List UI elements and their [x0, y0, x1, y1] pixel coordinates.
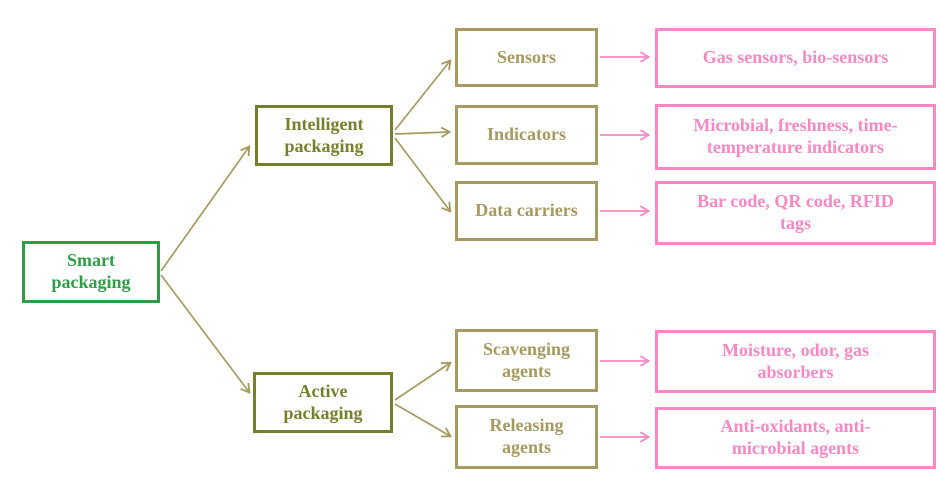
node-releasing-examples-label: Anti-oxidants, anti-microbial agents: [720, 416, 871, 458]
arrow-intelligent-to-data-carriers: [394, 137, 452, 213]
node-sensors-examples-label: Gas sensors, bio-sensors: [702, 47, 889, 68]
node-active-packaging-label: Active packaging: [283, 380, 363, 423]
node-indicators-label: Indicators: [486, 124, 566, 145]
node-data-carriers-examples: Bar code, QR code, RFID tags: [655, 181, 936, 245]
node-scavenging-examples-label: Moisture, odor, gas absorbers: [721, 339, 869, 382]
node-scavenging-agents: Scavenging agents: [455, 329, 598, 392]
node-smart-packaging-label: Smart packaging: [51, 250, 131, 292]
node-sensors-examples: Gas sensors, bio-sensors: [655, 28, 936, 88]
node-indicators-examples-label: Microbial, freshness, time-temperature i…: [693, 115, 898, 157]
node-indicators: Indicators: [455, 105, 598, 165]
node-intelligent-packaging: Intelligent packaging: [255, 105, 393, 166]
node-sensors: Sensors: [455, 28, 598, 87]
node-releasing-agents: Releasing agents: [455, 405, 598, 469]
arrow-root-to-active: [160, 274, 251, 394]
arrow-intelligent-to-sensors: [394, 59, 452, 131]
node-scavenging-examples: Moisture, odor, gas absorbers: [655, 330, 936, 393]
node-data-carriers: Data carriers: [455, 181, 598, 241]
arrow-root-to-intelligent: [160, 145, 251, 272]
node-intelligent-packaging-label: Intelligent packaging: [284, 113, 364, 156]
node-releasing-agents-label: Releasing agents: [489, 415, 564, 457]
node-releasing-examples: Anti-oxidants, anti-microbial agents: [655, 407, 936, 469]
node-active-packaging: Active packaging: [253, 372, 393, 433]
arrow-active-to-releasing: [394, 403, 453, 438]
node-smart-packaging: Smart packaging: [22, 241, 160, 303]
arrow-intelligent-to-indicators: [394, 126, 452, 138]
arrow-active-to-scavenging: [394, 361, 452, 401]
node-data-carriers-examples-label: Bar code, QR code, RFID tags: [697, 191, 894, 233]
node-sensors-label: Sensors: [496, 46, 556, 67]
node-data-carriers-label: Data carriers: [475, 200, 578, 221]
node-scavenging-agents-label: Scavenging agents: [482, 338, 570, 381]
node-indicators-examples: Microbial, freshness, time-temperature i…: [655, 104, 936, 170]
